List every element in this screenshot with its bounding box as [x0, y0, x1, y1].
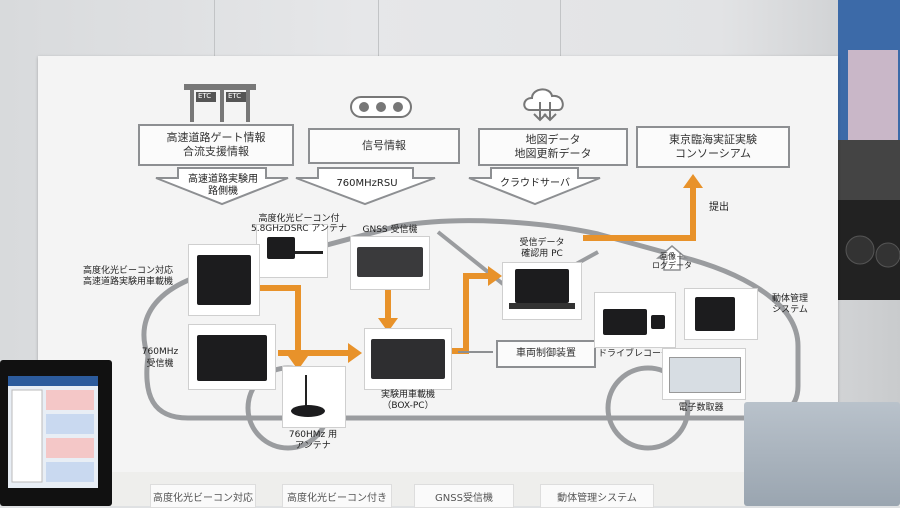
drive-recorder-photo [594, 292, 676, 348]
driving-simulator-screen [838, 0, 900, 300]
mhz-antenna-photo [282, 366, 346, 428]
mhz-receiver-label: 760MHz 受信機 [141, 347, 179, 369]
drive-recorder-label: ドライブレコーダ [597, 349, 670, 359]
box-pc-label: 実験用車載機 （BOX-PC） [380, 390, 435, 411]
beacon-antenna-photo [256, 224, 328, 278]
mhz-receiver-photo [188, 324, 276, 390]
desk-card: 高度化光ビーコン付き [282, 484, 392, 508]
counter-label: 電子数取器 [678, 403, 724, 413]
desk-card: 高度化光ビーコン対応 [150, 484, 256, 508]
signal-info-box: 信号情報 [308, 128, 460, 164]
submit-label: 提出 [709, 202, 729, 213]
gnss-label: GNSS 受信機 [362, 225, 418, 235]
motion-mgmt-label: 動体管理 システム [771, 294, 808, 315]
consortium-box: 東京臨海実証実験 コンソーシアム [636, 126, 790, 168]
desk-card: 動体管理システム [540, 484, 654, 508]
arrow-rsu [295, 167, 436, 206]
highway-gate-info-box: 高速道路ゲート情報 合流支援情報 [138, 124, 294, 166]
beacon-antenna-label: 高度化光ビーコン付 5.8GHzDSRC アンテナ [250, 214, 347, 234]
map-data-box: 地図データ 地図更新データ [478, 128, 628, 166]
image-log-label: 画像＋ ログデータ [652, 252, 692, 270]
vehicle-control-box: 車両制御装置 [496, 340, 596, 368]
steel-equipment-box [744, 402, 900, 506]
desk-card: GNSS受信機 [414, 484, 514, 508]
mhz-antenna-label: 760HMz 用 アンテナ [288, 430, 338, 451]
traffic-signal-icon [350, 96, 412, 118]
gnss-photo [350, 236, 430, 290]
diagram-board: ETC ETC 高速道路ゲート情報 合流支援情報 信号情報 地図データ 地図更新… [38, 56, 838, 476]
receive-pc-photo [502, 262, 582, 320]
arrow-roadside [155, 167, 289, 206]
beacon-unit-label: 高度化光ビーコン対応 高速道路実験用車載機 [82, 266, 173, 287]
beacon-unit-photo [188, 244, 260, 316]
wall-seam [378, 0, 379, 60]
motion-mgmt-photo [684, 288, 758, 340]
arrow-cloud [468, 167, 601, 206]
monitor-screen [8, 376, 98, 488]
box-pc-photo [364, 328, 452, 390]
wall-seam [560, 0, 561, 60]
wall-seam [214, 0, 215, 60]
etc-gate-icon: ETC ETC [180, 82, 260, 122]
receive-pc-label: 受信データ 確認用 PC [519, 238, 565, 259]
rsu-label: 760MHzRSU [336, 178, 398, 189]
roadside-label: 高速道路実験用 路側機 [188, 174, 258, 197]
counter-photo [662, 348, 746, 400]
display-monitor [0, 360, 112, 506]
cloud-server-label: クラウドサーバ [500, 178, 570, 189]
cloud-download-icon [520, 82, 570, 122]
